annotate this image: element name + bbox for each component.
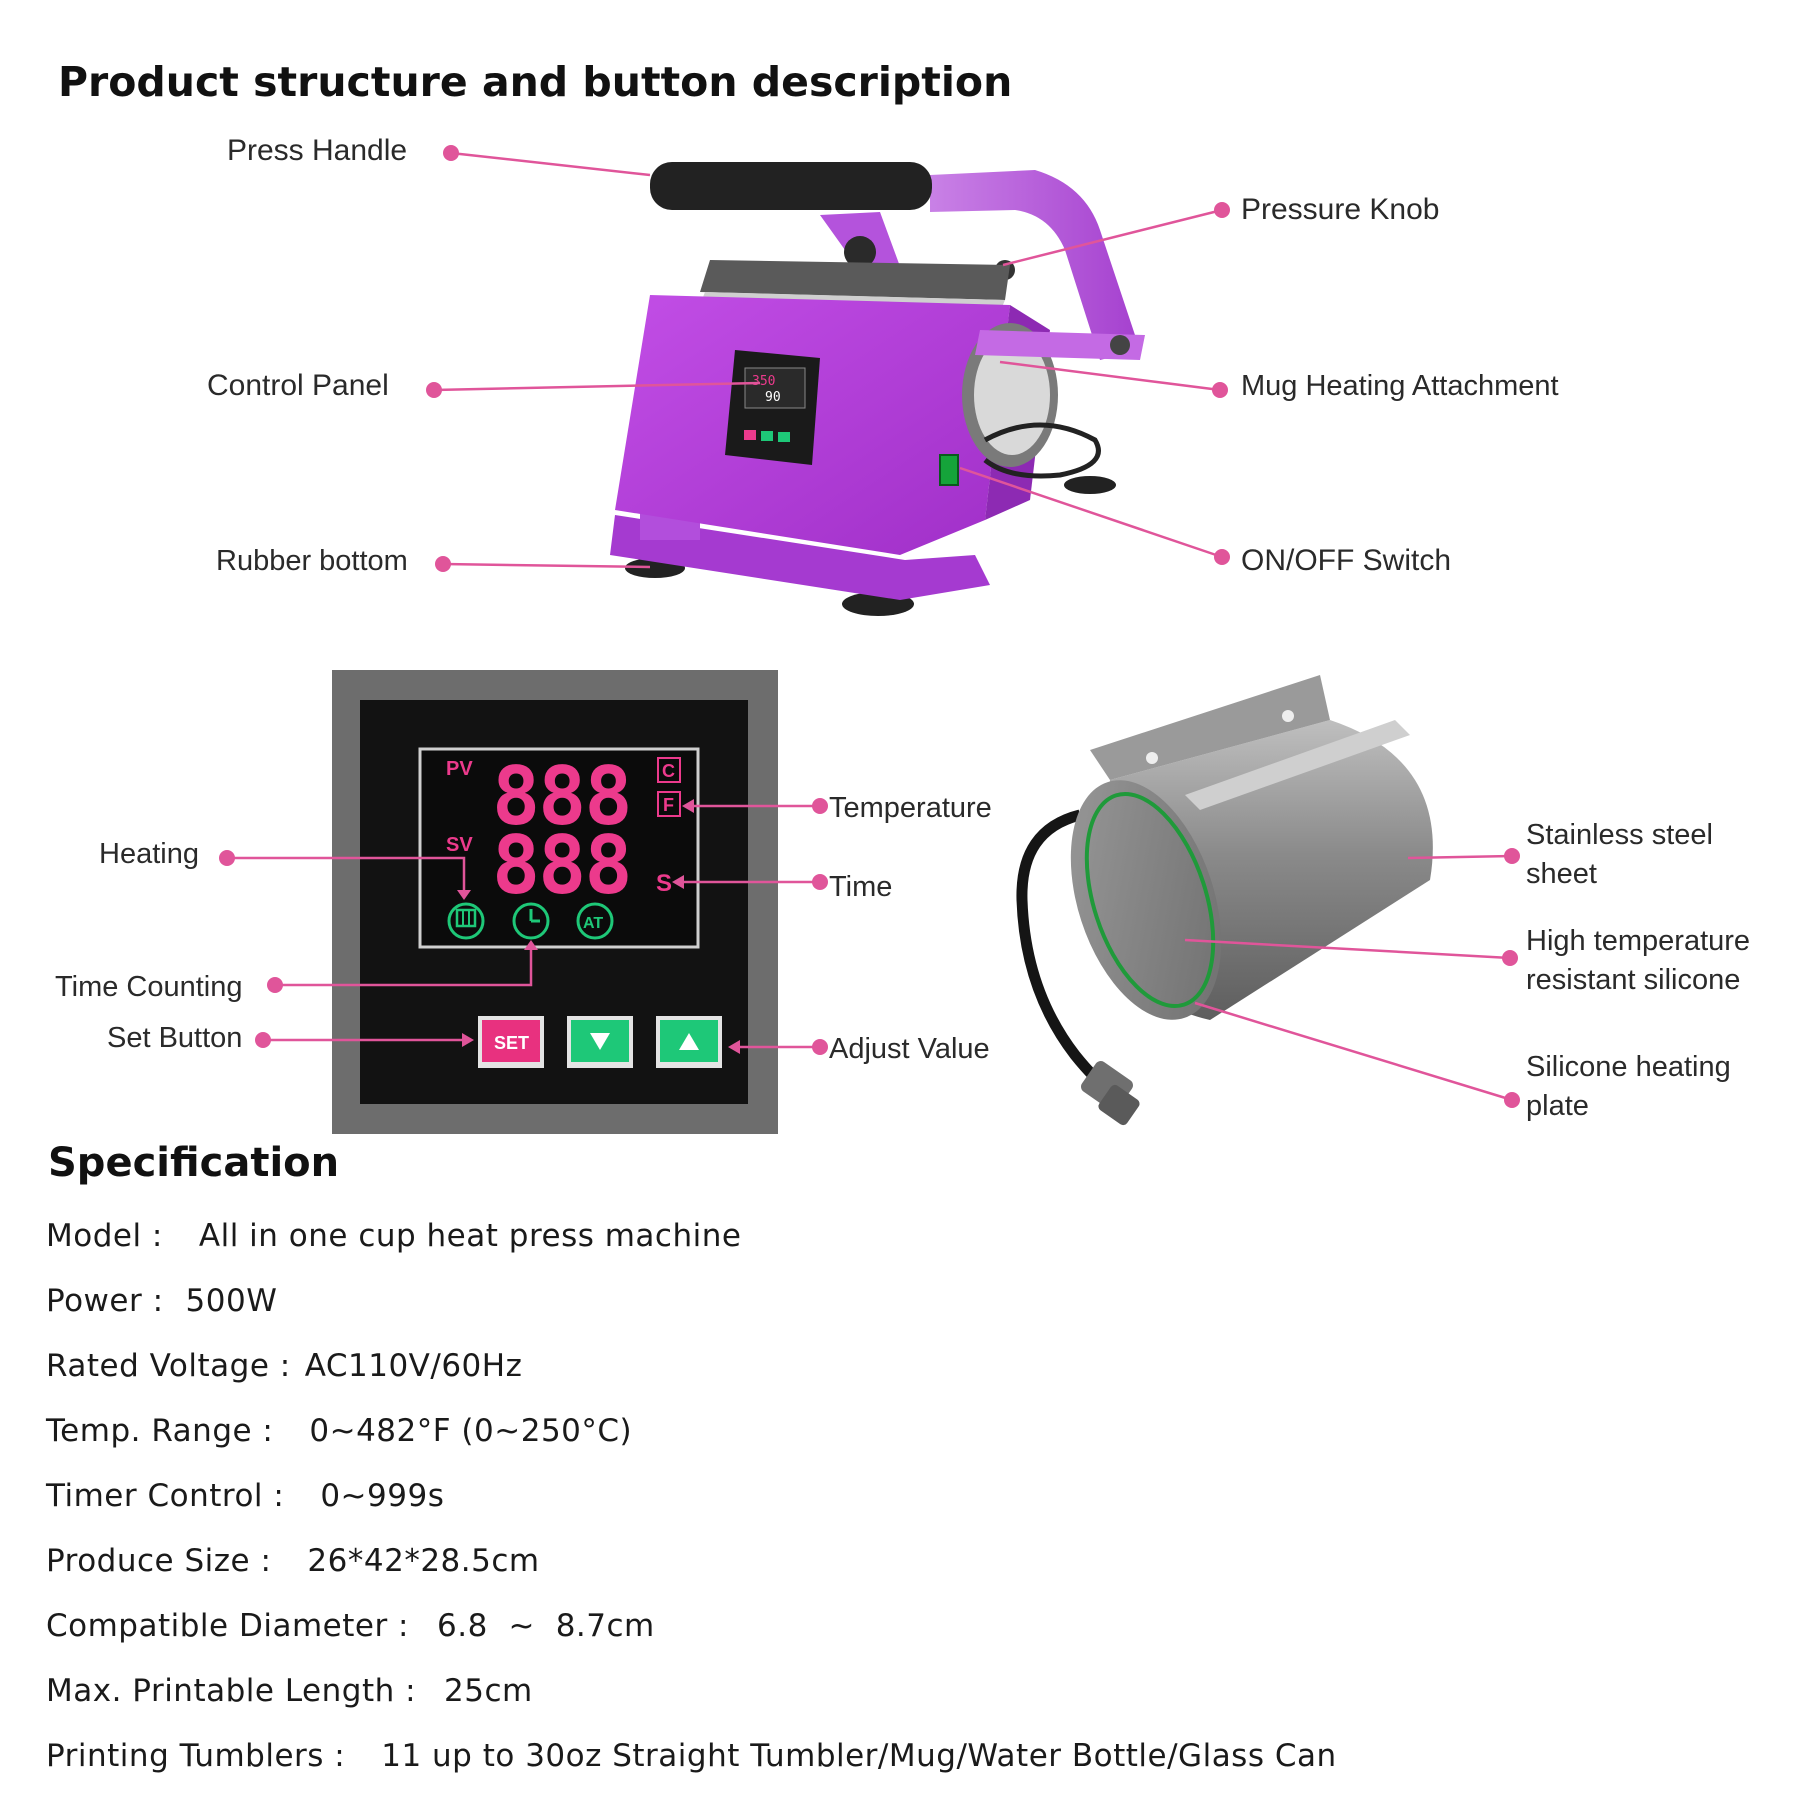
label-temperature: Temperature (829, 792, 992, 824)
up-arrow-button[interactable] (656, 1016, 722, 1068)
spec-produce-size: Produce Size :26*42*28.5cm (46, 1543, 540, 1579)
heating-icon (447, 902, 485, 940)
spec-timer-control: Timer Control :0~999s (46, 1478, 445, 1514)
label-control-panel: Control Panel (207, 369, 389, 402)
unit-celsius: C (662, 761, 675, 781)
svg-text:AT: AT (583, 915, 603, 932)
label-mug-heating-attachment: Mug Heating Attachment (1241, 370, 1559, 402)
mug-heating-attachment-illustration (962, 323, 1145, 479)
pv-digits: 888 (492, 750, 631, 843)
label-stainless-steel-sheet: Stainless steel sheet (1526, 819, 1713, 890)
element-callout-lines (1184, 848, 1520, 1108)
panel-callout-lines (219, 798, 828, 1055)
label-heating: Heating (99, 838, 199, 870)
label-silicone-heating-plate: Silicone heating plate (1526, 1051, 1731, 1122)
press-handle (650, 162, 932, 210)
down-arrow-button[interactable] (567, 1016, 633, 1068)
pv-label: PV (446, 758, 473, 780)
label-press-handle: Press Handle (227, 134, 408, 167)
silicone-ring (1070, 780, 1222, 1020)
callout-lines (426, 145, 1230, 572)
connector-plug (1081, 1060, 1140, 1126)
label-time-counting: Time Counting (55, 971, 243, 1003)
label-pressure-knob: Pressure Knob (1241, 193, 1440, 226)
timer-clock-icon (512, 902, 550, 940)
sv-digits: 888 (492, 819, 631, 912)
set-button[interactable]: SET (478, 1016, 544, 1068)
specification-title: Specification (48, 1140, 340, 1186)
label-high-temp-silicone: High temperature resistant silicone (1526, 925, 1751, 996)
stainless-steel-sheet (1090, 675, 1410, 810)
mini-pv-value: 350 (752, 374, 775, 389)
label-rubber-bottom: Rubber bottom (216, 545, 408, 577)
label-time: Time (829, 871, 893, 903)
on-off-switch (939, 454, 959, 486)
spec-compatible-diameter: Compatible Diameter :6.8 ~ 8.7cm (46, 1608, 655, 1644)
spec-power: Power :500W (46, 1283, 278, 1319)
spec-temp-range: Temp. Range :0~482°F (0~250°C) (46, 1413, 633, 1449)
svg-text:SET: SET (494, 1033, 529, 1053)
label-set-button: Set Button (107, 1022, 243, 1054)
spec-max-printable-length: Max. Printable Length :25cm (46, 1673, 533, 1709)
label-adjust-value: Adjust Value (829, 1033, 990, 1065)
machine-control-panel: 350 90 (725, 350, 820, 465)
unit-fahrenheit: F (663, 795, 674, 815)
spec-printing-tumblers: Printing Tumblers :11 up to 30oz Straigh… (46, 1738, 1337, 1774)
spec-rated-voltage: Rated Voltage :AC110V/60Hz (46, 1348, 523, 1384)
sv-label: SV (446, 834, 473, 856)
unit-seconds: S (656, 870, 672, 897)
spec-model: Model :All in one cup heat press machine (46, 1218, 742, 1254)
page-title: Product structure and button description (58, 58, 1013, 106)
auto-tune-icon: AT (576, 902, 614, 940)
panel-display (418, 747, 700, 949)
label-on-off-switch: ON/OFF Switch (1241, 544, 1452, 577)
mini-sv-value: 90 (765, 390, 781, 405)
